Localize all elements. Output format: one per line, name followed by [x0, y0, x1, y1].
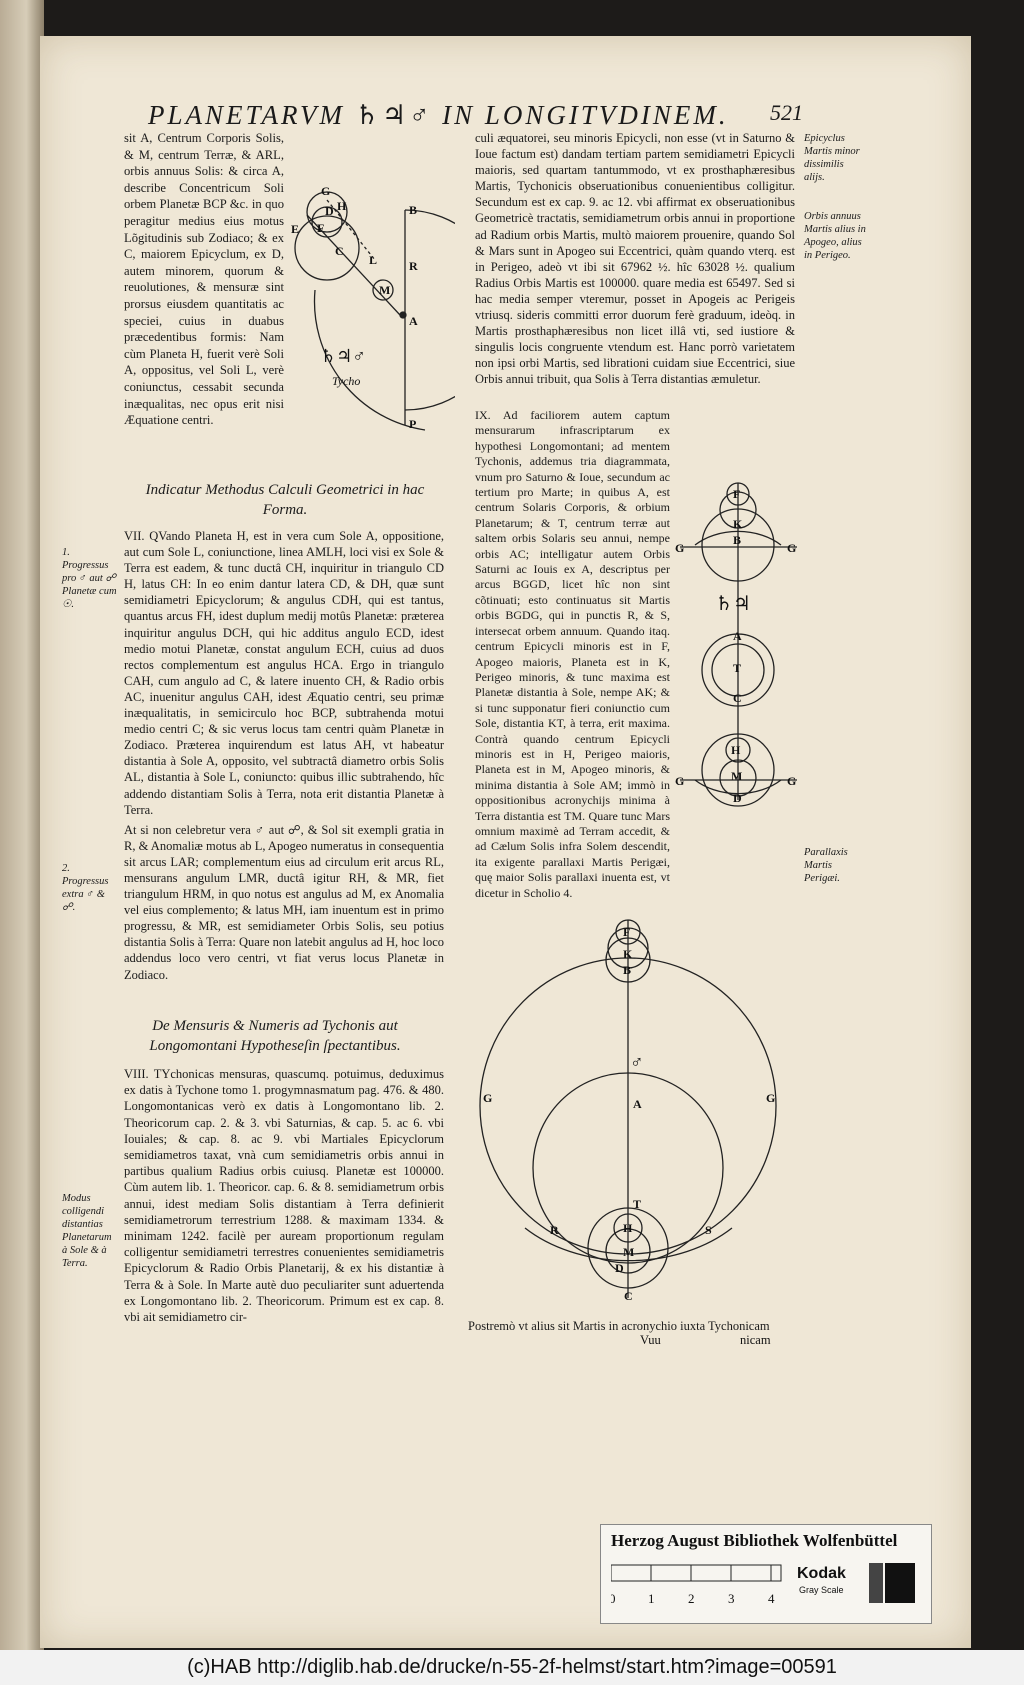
diag1-label: A: [409, 314, 418, 328]
page-title: PLANETARVM ♄♃♂ IN LONGITVDINEM.: [148, 100, 729, 130]
diag1-label: P: [409, 417, 416, 431]
margin-note-modus: Modus colligendi distantias Planetarum à…: [62, 1193, 112, 1269]
book-page: [40, 36, 971, 1648]
heading-mensuris: De Mensuris & Numeris ad Tychonis aut Lo…: [149, 1018, 401, 1054]
annual-orbit-arc: [404, 209, 455, 411]
diag2-label: B: [733, 533, 741, 547]
diag3-label: S: [705, 1223, 712, 1237]
diag3-label: K: [623, 947, 633, 961]
diag1-label: F: [317, 221, 324, 235]
diag2-label: F: [733, 487, 740, 501]
diag2-label: G: [675, 541, 684, 555]
diag3-label: F: [623, 925, 630, 939]
diag1-label: M: [379, 283, 390, 297]
diag1-label: E: [291, 222, 299, 236]
book-edge: [0, 0, 44, 1650]
diag1-label: B: [409, 203, 417, 217]
last-line-text: Postremò vt alius sit Martis in acronych…: [468, 1319, 770, 1333]
para-ix: IX. Ad faciliorem autem captum mensuraru…: [475, 408, 670, 901]
diag2-planet-symbols: ♄♃: [715, 593, 751, 615]
diag1-label: C: [335, 244, 344, 258]
diag2-label: G: [787, 541, 796, 555]
ruler-scale: 0 1 2 3 4: [611, 1564, 782, 1606]
footer-url: (c)HAB http://diglib.hab.de/drucke/n-55-…: [0, 1650, 1024, 1685]
diag2-label: H: [731, 743, 741, 757]
planet-orbit-arc: [313, 289, 426, 431]
catchword-right: nicam: [740, 1333, 771, 1347]
diag3-label: M: [623, 1245, 634, 1259]
scale-number: 0: [611, 1591, 616, 1606]
diag1-planet-symbols: ♄♃♂: [320, 346, 366, 366]
library-title: Herzog August Bibliothek Wolfenbüttel: [611, 1531, 898, 1550]
diag3-label: R: [550, 1223, 559, 1237]
diag3-label: A: [633, 1097, 642, 1111]
black-patch: [885, 1563, 915, 1603]
diag3-planet-symbol: ♂: [630, 1052, 644, 1072]
page-number: 521: [770, 100, 803, 125]
diag1-label: G: [321, 184, 330, 198]
para-ix-text: IX. Ad faciliorem autem captum mensuraru…: [475, 408, 670, 900]
diag2-label: D: [733, 791, 742, 805]
margin-note-parallaxis: Parallaxis Martis Perigæi.: [804, 847, 848, 884]
library-label: Herzog August Bibliothek Wolfenbüttel 0 …: [600, 1524, 932, 1624]
diag3-label: D: [615, 1261, 624, 1275]
diag1-label: H: [337, 199, 347, 213]
diag2-label: M: [731, 769, 742, 783]
para-vii-text: VII. QVando Planeta H, est in vera cum S…: [124, 529, 444, 817]
kodak-sub: Gray Scale: [799, 1585, 844, 1595]
diag2-label: K: [733, 517, 743, 531]
scale-number: 3: [728, 1591, 735, 1606]
right-top-text: culi æquatorei, seu minoris Epicycli, no…: [475, 131, 795, 387]
right-top: culi æquatorei, seu minoris Epicycli, no…: [475, 130, 795, 388]
diag2-label: C: [733, 691, 742, 705]
para-vii: VII. QVando Planeta H, est in vera cum S…: [124, 528, 444, 983]
para-vii-continued: At si non celebretur vera ♂ aut ☍, & Sol…: [124, 822, 444, 982]
para-viii: VIII. TYchonicas mensuras, quascumq. pot…: [124, 1066, 444, 1325]
diag3-label: B: [623, 963, 631, 977]
epicycle-minor: [306, 191, 348, 233]
diag1-label: R: [409, 259, 418, 273]
diag2-label: G: [675, 774, 684, 788]
scale-number: 4: [768, 1591, 775, 1606]
diag2-label: A: [733, 629, 742, 643]
scale-number: 2: [688, 1591, 695, 1606]
diagram-tycho-hypothesis: G D H E F C B L R M A P ♄♃♂ Tycho: [291, 184, 455, 431]
margin-note-orbis: Orbis annuus Martis alius in Apogeo, ali…: [804, 211, 866, 261]
diag1-label: L: [369, 253, 377, 267]
kodak-brand: Kodak: [797, 1565, 846, 1582]
para-viii-text: VIII. TYchonicas mensuras, quascumq. pot…: [124, 1067, 444, 1325]
diag1-label: D: [325, 204, 334, 218]
diag3-label: H: [623, 1221, 633, 1235]
margin-note-epicyclus: Epicyclus Martis minor dissimilis alijs.: [804, 133, 860, 183]
diag3-label: G: [766, 1091, 775, 1105]
diag2-label: G: [787, 774, 796, 788]
diag3-label: G: [483, 1091, 492, 1105]
diag3-label: C: [624, 1289, 633, 1303]
epicycle-major: [294, 215, 360, 281]
diagram-saturn-jupiter: F K B G G A T C H M G G D ♄♃: [675, 482, 797, 807]
heading-method: Indicatur Methodus Calculi Geometrici in…: [145, 482, 425, 518]
diag1-caption: Tycho: [332, 374, 360, 388]
left-intro-text: sit A, Centrum Corporis Solis, & M, cent…: [124, 131, 284, 428]
diag2-label: T: [733, 661, 741, 675]
left-intro: sit A, Centrum Corporis Solis, & M, cent…: [124, 130, 284, 429]
scale-number: 1: [648, 1591, 655, 1606]
diag3-label: T: [633, 1197, 641, 1211]
catchword: Vuu: [640, 1333, 661, 1347]
margin-note-progressus2: 2. Progressus extra ♂ & ☍.: [62, 863, 109, 913]
gray-patch: [869, 1563, 883, 1603]
diagram-mars: F K B G G A T R S H M D C ♂: [479, 919, 777, 1303]
margin-note-progressus1: 1. Progressus pro ♂ aut ☍ Planetæ cum ☉.: [62, 547, 117, 610]
last-line: Postremò vt alius sit Martis in acronych…: [468, 1318, 798, 1335]
